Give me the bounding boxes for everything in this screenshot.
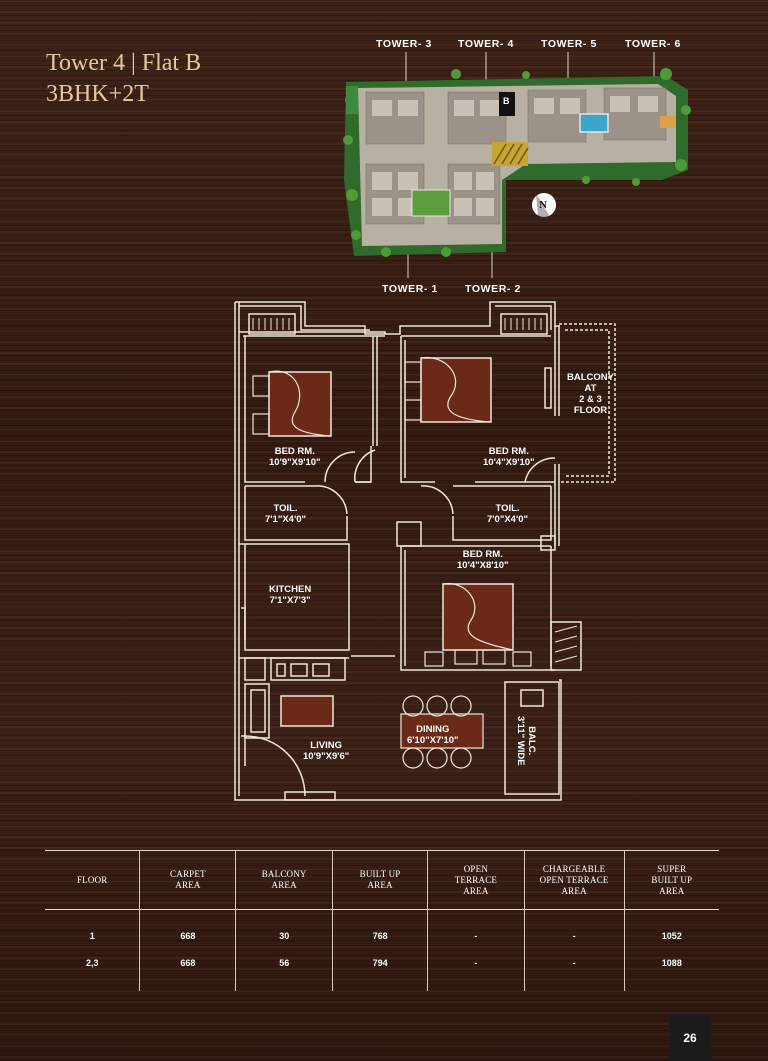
site-plan: TOWER- 3 TOWER- 4 TOWER- 5 TOWER- 6 TOWE… (336, 30, 696, 300)
tower-4-label: TOWER- 4 (458, 38, 514, 50)
table-cell: - (523, 909, 625, 948)
tower-6-label: TOWER- 6 (625, 38, 681, 50)
table-cell: 2,3 (85, 957, 99, 968)
bed-room-3-label: BED RM.10'4"X8'10" (457, 549, 509, 571)
header-floor: FLOOR (76, 874, 108, 885)
tower-2-label: TOWER- 2 (465, 283, 521, 295)
table-cell: 56 (235, 948, 333, 991)
table-row: 1 668 30 768 - - 1052 (45, 909, 719, 948)
bed-room-2-label: BED RM.10'4"X9'10" (483, 446, 535, 468)
table-row: 2,3 668 56 794 - - 1088 (45, 948, 719, 991)
table-cell: 1 (89, 931, 95, 941)
table-cell: 768 (332, 909, 428, 948)
tower-1-label: TOWER- 1 (382, 283, 438, 295)
table-cell: 794 (332, 948, 428, 991)
toilet-1-label: TOIL.7'1"X4'0" (265, 503, 306, 525)
balc-label: BALC.3'11" WIDE (515, 716, 537, 766)
title-line-2: 3BHK+2T (46, 81, 149, 107)
bed-room-1-label: BED RM.10'9"X9'10" (269, 446, 321, 468)
north-icon: N (539, 199, 548, 211)
page-title: Tower 4 | Flat B 3BHK+2T (46, 48, 201, 110)
tower-5-label: TOWER- 5 (541, 38, 597, 50)
table-cell: - (427, 909, 525, 948)
table-cell: 30 (235, 909, 333, 948)
table-cell: 668 (139, 948, 236, 991)
table-cell: 1088 (623, 948, 719, 991)
tower-3-label: TOWER- 3 (376, 38, 432, 50)
site-plan-drawing (343, 52, 691, 278)
page-number: 26 (669, 1014, 711, 1061)
table-cell: 668 (139, 909, 236, 948)
table-cell: 1052 (623, 909, 719, 948)
table-cell: - (427, 948, 525, 991)
table-cell: - (523, 948, 625, 991)
flat-b-marker: B (503, 96, 511, 106)
floor-plan-drawing (234, 301, 616, 801)
toilet-2-label: TOIL.7'0"X4'0" (487, 503, 528, 525)
floor-plan: BED RM.10'9"X9'10" BED RM.10'4"X9'10" BA… (225, 296, 625, 806)
title-line-1: Tower 4 | Flat B (46, 50, 202, 76)
